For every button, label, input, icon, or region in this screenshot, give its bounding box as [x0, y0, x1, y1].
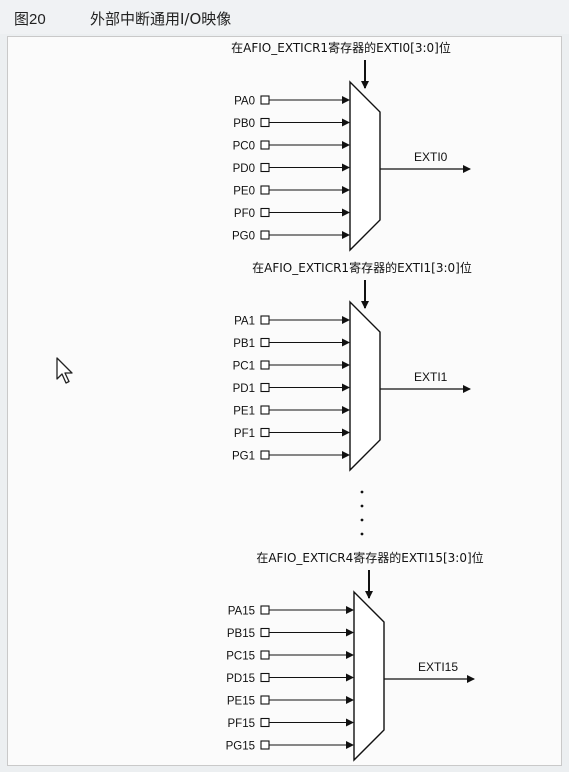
mux-trapezoid	[349, 300, 381, 472]
pin-label: PB1	[233, 338, 255, 350]
pin-label: PD0	[233, 163, 255, 175]
pin-terminal	[260, 95, 270, 105]
pin-label: PC15	[226, 651, 255, 663]
pin-terminal	[260, 695, 270, 705]
selector-label: 在AFIO_EXTICR1寄存器的EXTI1[3:0]位	[252, 260, 472, 275]
pin-terminal	[260, 450, 270, 460]
pin-terminal	[260, 717, 270, 728]
output-label: EXTI0	[414, 150, 448, 164]
pin-label: PE1	[233, 406, 255, 418]
mux-trapezoid	[353, 590, 385, 762]
pin-label: PD1	[233, 383, 255, 395]
pin-label: PD15	[226, 673, 255, 685]
pin-label: PF1	[234, 428, 255, 440]
ellipsis-dot	[360, 532, 364, 536]
ellipsis-dot	[360, 490, 364, 494]
pin-terminal	[260, 427, 270, 438]
pin-label: PG0	[232, 231, 255, 243]
output-label: EXTI15	[418, 660, 458, 674]
ellipsis-dot	[360, 518, 364, 522]
pin-terminal	[260, 337, 270, 348]
figure-title: 外部中断通用I/O映像	[90, 10, 232, 28]
pin-terminal	[260, 672, 270, 683]
selector-label: 在AFIO_EXTICR1寄存器的EXTI0[3:0]位	[231, 40, 451, 55]
pin-label: PC0	[233, 141, 255, 153]
pin-terminal	[260, 185, 270, 195]
pin-terminal	[260, 207, 270, 218]
pin-label: PG1	[232, 451, 255, 463]
mux-trapezoid	[349, 80, 381, 252]
pin-label: PC1	[233, 361, 255, 373]
pin-terminal	[260, 117, 270, 128]
pin-terminal	[260, 650, 270, 660]
pin-terminal	[260, 230, 270, 240]
pin-label: PA1	[234, 316, 255, 328]
pin-terminal	[260, 360, 270, 370]
figure-header: 图20 外部中断通用I/O映像	[0, 0, 569, 34]
diagram-panel	[7, 36, 562, 766]
pin-terminal	[260, 405, 270, 415]
pin-terminal	[260, 162, 270, 173]
pin-terminal	[260, 740, 270, 750]
pin-terminal	[260, 315, 270, 325]
pin-label: PB15	[227, 628, 255, 640]
pin-terminal	[260, 627, 270, 638]
pin-terminal	[260, 605, 270, 615]
mouse-pointer-icon	[56, 357, 73, 384]
pin-label: PE0	[233, 186, 255, 198]
pin-label: PA15	[228, 606, 255, 618]
ellipsis-dot	[360, 504, 364, 508]
pin-label: PF15	[228, 718, 256, 730]
pin-label: PA0	[234, 96, 255, 108]
selector-label: 在AFIO_EXTICR4寄存器的EXTI15[3:0]位	[256, 550, 483, 565]
output-label: EXTI1	[414, 370, 448, 384]
figure-number: 图20	[14, 11, 46, 28]
pin-label: PF0	[234, 208, 255, 220]
pin-label: PB0	[233, 118, 255, 130]
pin-terminal	[260, 140, 270, 150]
pin-terminal	[260, 382, 270, 393]
pin-label: PE15	[227, 696, 255, 708]
pin-label: PG15	[226, 741, 255, 753]
